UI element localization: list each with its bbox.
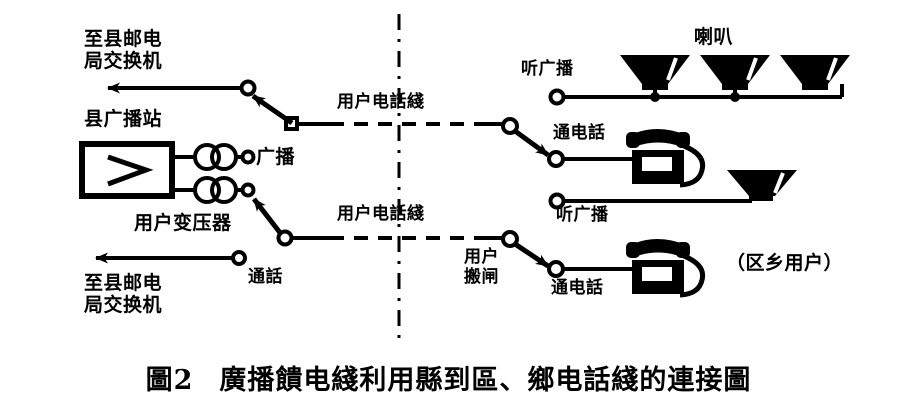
label-lower-county-exchange: 至县邮电 局交换机 <box>84 272 163 317</box>
figure-number: 圖2 <box>145 365 194 396</box>
amplifier-triangle-icon <box>107 154 154 187</box>
horn-speaker-icon <box>727 170 797 201</box>
transformer-coil-icon <box>193 143 221 171</box>
terminal-circle-icon <box>239 79 257 97</box>
desk-telephone-icon <box>626 129 706 188</box>
speaker-bus-lower <box>548 170 797 210</box>
terminal-circle-icon <box>547 260 565 278</box>
label-broadcast-output: 广播 <box>256 146 296 168</box>
telephone-lower <box>547 239 706 298</box>
terminal-circle-icon <box>548 192 566 210</box>
horn-speaker-icon <box>780 55 850 90</box>
transformer-coil-icon <box>210 143 238 171</box>
transformer-coil-icon <box>193 176 221 204</box>
amplifier-unit <box>79 141 175 199</box>
label-county-broadcast-station: 县广播站 <box>84 108 163 130</box>
figure-caption-text: 廣播饋电綫利用縣到區、鄉电話綫的連接圖 <box>219 365 752 396</box>
label-upper-county-exchange: 至县邮电 局交换机 <box>84 28 163 73</box>
label-subscriber-transformer: 用户变压器 <box>134 212 232 234</box>
junction-dot-icon <box>650 92 660 102</box>
upper-patch-arrow <box>251 93 330 131</box>
telephone-upper <box>547 129 706 188</box>
label-speakers: 喇叭 <box>694 26 734 48</box>
horn-speaker-icon <box>620 55 690 102</box>
label-district-township-users: （区乡用户） <box>726 252 844 274</box>
lower-exchange-connection <box>95 250 247 266</box>
arrow-head-icon <box>513 128 550 158</box>
lower-patch-arrow <box>252 197 330 247</box>
terminal-circle-icon <box>231 250 247 266</box>
speaker-bus-upper <box>548 55 850 106</box>
terminal-circle-icon <box>548 88 566 106</box>
label-phone-call-upper: 通电話 <box>553 123 606 143</box>
label-user-switch: 用户 搬闸 <box>464 247 499 287</box>
terminal-circle-icon <box>240 182 256 198</box>
label-bottom-call: 通話 <box>248 267 283 287</box>
label-listen-broadcast-upper: 听广播 <box>521 59 574 79</box>
horn-speaker-icon <box>700 55 770 102</box>
label-subscriber-line-upper: 用户电話綫 <box>337 92 425 112</box>
terminal-circle-icon <box>501 230 519 248</box>
transformer-subscriber-output <box>172 176 256 204</box>
subscriber-line-lower-path <box>330 230 550 269</box>
terminal-circle-icon <box>501 117 519 135</box>
terminal-circle-icon <box>547 150 565 168</box>
terminal-circle-icon <box>276 229 294 247</box>
arrow-head-icon <box>513 241 550 269</box>
arrow-head-icon <box>252 197 283 236</box>
label-listen-broadcast-lower: 听广播 <box>556 205 609 225</box>
transformer-coil-icon <box>210 176 238 204</box>
label-subscriber-line-lower: 用户电話綫 <box>337 204 425 224</box>
label-phone-call-lower: 通电話 <box>551 278 604 298</box>
terminal-circle-icon <box>240 149 256 165</box>
figure-caption: 圖2 廣播饋电綫利用縣到區、鄉电話綫的連接圖 <box>0 358 897 397</box>
junction-dot-icon <box>730 92 740 102</box>
transformer-broadcast-output <box>172 143 256 171</box>
desk-telephone-icon <box>626 239 706 298</box>
upper-exchange-connection <box>107 79 257 97</box>
subscriber-line-upper-path <box>330 117 550 158</box>
